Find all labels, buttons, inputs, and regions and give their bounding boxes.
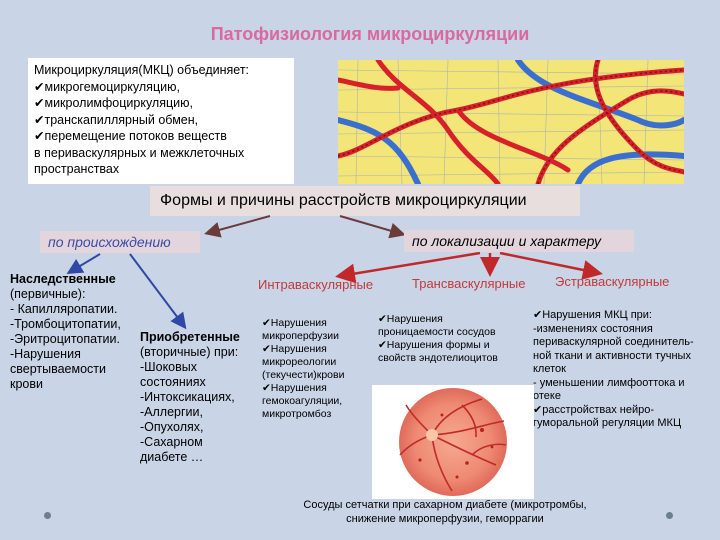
list-item: (первичные): [10, 287, 86, 301]
list-item: -изменениях состояния [533, 322, 653, 335]
list-item: гуморальной регуляции МКЦ [533, 417, 682, 429]
arrow-to-intra [335, 251, 481, 284]
list-item: -Опухолях, [140, 420, 204, 434]
by-location-label: по локализации и характеру [404, 230, 634, 252]
list-item: свертываемости [10, 362, 106, 376]
list-item: ✔Нарушения формы и [378, 339, 490, 351]
list-item: ✔Нарушения [378, 313, 443, 325]
list-item: -Аллергии, [140, 405, 203, 419]
list-item: -Интоксикациях, [140, 390, 235, 404]
list-item: состояниях [140, 375, 206, 389]
list-item: свойств эндотелиоцитов [378, 352, 498, 364]
list-item: -Шоковых [140, 360, 198, 374]
list-item: крови [10, 377, 43, 391]
list-item: ✔расстройствах нейро- [533, 403, 655, 416]
list-item: отеке [533, 390, 561, 402]
extravascular-list: ✔Нарушения МКЦ при: -изменениях состояни… [533, 309, 713, 431]
list-item: микротромбоз [262, 408, 332, 420]
list-item: микрореологии [262, 356, 337, 368]
list-item: -Нарушения [10, 347, 81, 361]
bullet-dot [666, 512, 673, 519]
microvessels-illustration [338, 60, 684, 184]
transvascular-list: ✔Нарушения проницаемости сосудов ✔Наруше… [378, 313, 528, 365]
by-origin-label: по происхождению [40, 231, 200, 253]
list-item: ✔Нарушения [262, 382, 327, 394]
list-item: клеток [533, 363, 566, 375]
list-item: диабете … [140, 450, 204, 464]
definition-line: Микроциркуляция(МКЦ) объединяет: [34, 63, 250, 77]
definition-line: ✔микрогемоциркуляцию, [34, 79, 180, 94]
list-item: -Сахарном [140, 435, 203, 449]
bullet-dot [44, 512, 51, 519]
list-item: микроперфузии [262, 330, 340, 342]
list-item: ✔Нарушения [262, 343, 327, 355]
list-item: проницаемости сосудов [378, 326, 496, 338]
list-item: (вторичные) при: [140, 345, 239, 359]
arrow-to-extra [499, 251, 603, 280]
definition-line: в периваскулярных и межклеточных [34, 145, 245, 160]
caption-line: снижение микроперфузии, геморрагии [346, 513, 544, 525]
list-item: периваскулярной соединитель- [533, 336, 694, 348]
hereditary-list: Наследственные (первичные): - Капилляроп… [10, 272, 138, 392]
list-item: (текучести)крови [262, 369, 345, 381]
list-item: гемокоагуляции, [262, 395, 343, 407]
retina-caption: Сосуды сетчатки при сахарном диабете (ми… [270, 498, 620, 526]
definition-line: ✔транскапиллярный обмен, [34, 112, 199, 127]
acquired-heading: Приобретенные [140, 330, 240, 344]
arrow-to-hereditary [66, 253, 101, 275]
list-item: ✔Нарушения МКЦ при: [533, 309, 652, 321]
caption-line: Сосуды сетчатки при сахарном диабете (ми… [303, 499, 587, 511]
definition-line: ✔микролимфоциркуляцию, [34, 96, 193, 110]
hereditary-heading: Наследственные [10, 272, 116, 286]
intravascular-list: ✔Нарушения микроперфузии ✔Нарушения микр… [262, 317, 372, 421]
definition-box: Микроциркуляция(МКЦ) объединяет: ✔микрог… [28, 58, 294, 184]
page-title: Патофизиология микроциркуляции [210, 24, 530, 44]
definition-line: пространствах [34, 162, 120, 176]
retina-photo [372, 385, 534, 499]
list-item: -Тромбоцитопатии, [10, 317, 121, 331]
acquired-list: Приобретенные (вторичные) при: -Шоковых … [140, 330, 256, 465]
intravascular-label: Интраваскулярные [258, 277, 374, 292]
list-item: ✔Нарушения [262, 317, 327, 329]
arrow-to-origin [204, 215, 271, 238]
transvascular-label: Трансваскулярные [412, 276, 526, 291]
list-item: - уменьшении лимфооттока и [533, 376, 685, 389]
list-item: - Капилляропатии. [10, 302, 118, 316]
forms-heading: Формы и причины расстройств микроциркуля… [150, 186, 580, 216]
definition-line: ✔перемещение потоков веществ [34, 129, 227, 143]
list-item: -Эритроцитопатии. [10, 332, 120, 346]
list-item: ной ткани и активности тучных [533, 349, 691, 362]
arrow-to-acquired [129, 253, 187, 330]
arrow-to-location [339, 215, 406, 239]
extravascular-label: Эстраваскулярные [555, 274, 670, 289]
